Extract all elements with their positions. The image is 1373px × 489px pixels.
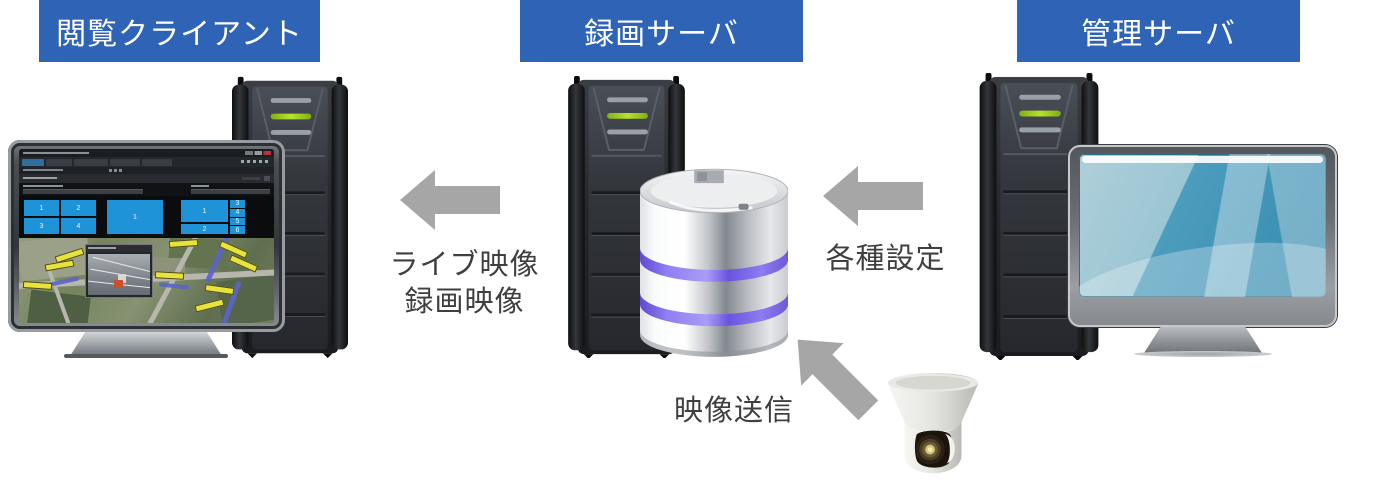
vms-nav-control: [242, 177, 260, 180]
label-management-server: 管理サーバ: [1017, 0, 1300, 62]
vms-toolbar-icons: [109, 169, 123, 172]
layout-cell: 2: [61, 200, 96, 216]
management-monitor-screen: [1079, 154, 1326, 297]
management-monitor-icon: [1068, 145, 1337, 360]
vms-map-view: [19, 238, 274, 323]
management-monitor-stand-base: [1134, 351, 1272, 357]
vms-nav-text: [23, 177, 57, 179]
vms-dropdown: [191, 189, 270, 194]
vms-title-text: [23, 152, 89, 154]
layout-grid-side-column: 3 4 5 6: [230, 200, 245, 234]
video-popup-feed: [88, 254, 150, 295]
video-popup-titlebar: [86, 245, 152, 252]
vms-dropdown-label: [23, 185, 63, 187]
vms-nav-row: [19, 174, 274, 183]
layout-grid-2x2: 1 2 3 4: [24, 200, 96, 234]
layout-cell: 1: [24, 200, 59, 216]
vms-dropdown: [23, 189, 143, 194]
client-monitor-stand: [70, 332, 222, 356]
map-highlighted-road: [158, 282, 190, 290]
video-popup-window: [85, 244, 153, 298]
flow-label-line1: ライブ映像: [389, 249, 540, 281]
layout-cell: 4: [230, 208, 245, 217]
truck-trailer: [118, 274, 126, 283]
layout-cell: 2: [181, 224, 228, 234]
arrow-settings-icon: [823, 166, 923, 226]
label-recording-server: 録画サーバ: [520, 0, 803, 62]
layout-cell: 1: [181, 200, 228, 222]
layout-grid-single: 1: [107, 200, 163, 234]
client-monitor-stand-base: [64, 354, 228, 358]
label-viewing-client-text: 閲覧クライアント: [56, 18, 303, 51]
vms-screen: 1 2 3 4 1 1 2 3 4 5 6: [19, 149, 274, 323]
vms-tab: [142, 158, 172, 166]
vms-tab: [74, 158, 108, 166]
truck-cab: [114, 280, 123, 288]
label-viewing-client: 閲覧クライアント: [39, 0, 320, 62]
vms-tab: [46, 158, 72, 166]
client-monitor-icon: 1 2 3 4 1 1 2 3 4 5 6: [8, 140, 285, 358]
vms-toolbar: [19, 167, 274, 174]
screen-gloss-highlight: [1082, 156, 1323, 163]
flow-label-settings: 各種設定: [825, 243, 946, 275]
layout-cell: 3: [24, 218, 59, 234]
ptz-camera-icon: [887, 372, 979, 474]
arrow-live-video-icon: [400, 170, 500, 230]
database-icon: [640, 168, 788, 357]
vms-titlebar: [19, 149, 274, 157]
label-recording-server-text: 録画サーバ: [584, 18, 739, 51]
flow-label-video-send: 映像送信: [673, 395, 794, 427]
vms-window-buttons: [245, 151, 271, 155]
layout-cell: 5: [230, 217, 245, 226]
label-management-server-text: 管理サーバ: [1081, 18, 1236, 51]
vms-dropdown-label: [191, 185, 209, 187]
layout-cell: 1: [107, 200, 163, 234]
flow-label-live-video: ライブ映像 録画映像: [372, 247, 557, 321]
vms-tab-icons: [241, 160, 271, 163]
vms-nav-button: [264, 176, 270, 181]
screen-light-streak: [1079, 154, 1326, 297]
vms-toolbar-text: [23, 169, 63, 171]
vms-layout-panels: 1 2 3 4 1 1 2 3 4 5 6: [19, 196, 274, 238]
layout-cell: 6: [230, 226, 245, 234]
layout-cell: 3: [230, 200, 245, 208]
vms-tab: [110, 158, 140, 166]
vms-tab-bar: [19, 157, 274, 167]
layout-cell: 4: [61, 218, 96, 234]
camera-label-chip: [154, 271, 185, 280]
vms-tab-active: [22, 158, 44, 166]
vms-dropdown-row: [19, 183, 274, 196]
management-monitor-stand: [1144, 327, 1262, 353]
flow-label-line2: 録画映像: [404, 286, 525, 318]
camera-label-chip: [22, 280, 53, 291]
layout-grid-mixed: 1 2 3 4 5 6: [181, 200, 245, 234]
screen-light-streak: [1079, 154, 1326, 297]
